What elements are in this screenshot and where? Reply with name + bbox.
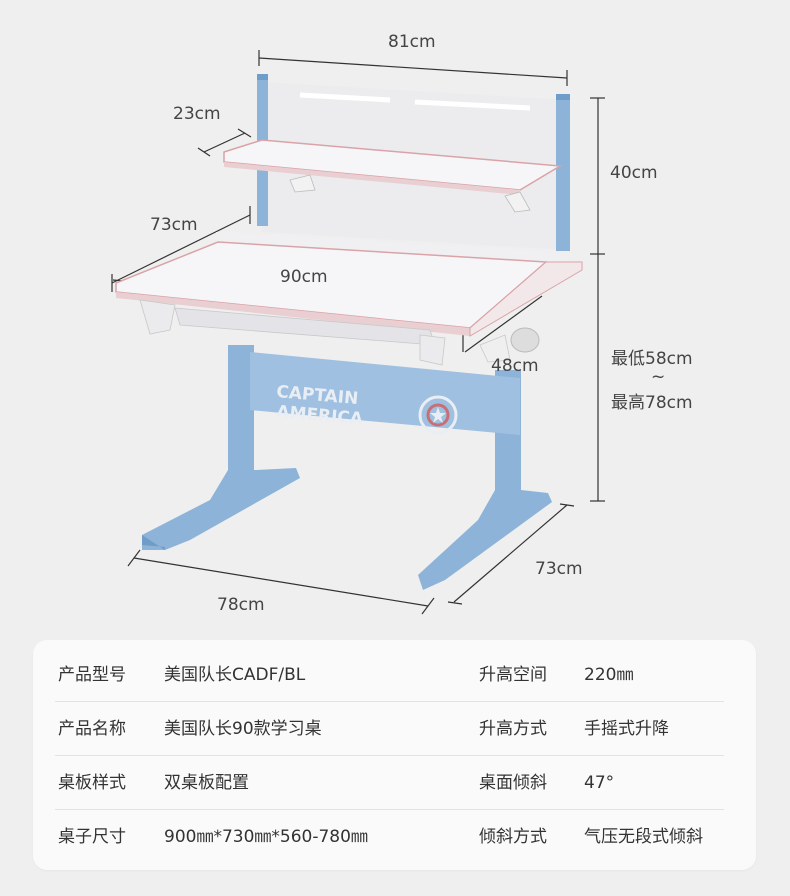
- spec-label: 升高空间: [479, 665, 547, 685]
- spec-label: 倾斜方式: [479, 827, 547, 847]
- spec-label: 产品名称: [58, 719, 126, 739]
- dim-height-tilde: ~: [651, 367, 666, 387]
- base-depth-line: [453, 504, 568, 603]
- dim-base-depth: 73cm: [535, 559, 583, 579]
- dim-top-width: 81cm: [388, 32, 436, 52]
- spec-value: 220㎜: [584, 665, 634, 685]
- spec-label: 桌子尺寸: [58, 827, 126, 847]
- spec-value: 气压无段式倾斜: [584, 827, 703, 847]
- spec-table: 产品型号 美国队长CADF/BL 升高空间 220㎜ 产品名称 美国队长90款学…: [33, 640, 756, 870]
- dim-desk-depth: 73cm: [150, 215, 198, 235]
- spec-row: 桌子尺寸 900㎜*730㎜*560-780㎜ 倾斜方式 气压无段式倾斜: [33, 810, 756, 864]
- desktop-board: [115, 232, 583, 337]
- row-divider: [55, 755, 724, 756]
- spec-value: 47°: [584, 773, 615, 793]
- row-divider: [55, 701, 724, 702]
- desk-illustration: CAPTAIN AMERICA: [111, 50, 605, 615]
- top-width-line: [258, 57, 568, 79]
- spec-value: 美国队长CADF/BL: [164, 665, 306, 685]
- desk-dimension-diagram: CAPTAIN AMERICA 81cm 23cm 40cm 73cm 90cm…: [111, 32, 693, 615]
- spec-value: 双桌板配置: [164, 773, 249, 793]
- frame: [142, 345, 552, 590]
- spec-label: 升高方式: [479, 719, 547, 739]
- dim-base-width: 78cm: [217, 595, 265, 615]
- spec-row: 产品名称 美国队长90款学习桌 升高方式 手摇式升降: [33, 702, 756, 756]
- spec-row: 产品型号 美国队长CADF/BL 升高空间 220㎜: [33, 648, 756, 702]
- star-icon: [430, 407, 446, 423]
- base-width-line: [133, 557, 429, 607]
- dim-desk-depth-back: 48cm: [491, 356, 539, 376]
- under-bracket: [139, 299, 540, 366]
- dim-shelf-depth: 23cm: [173, 104, 221, 124]
- spec-label: 桌面倾斜: [479, 773, 547, 793]
- captain-america-logo: CAPTAIN AMERICA: [276, 382, 458, 435]
- desk-depth-back-line: [464, 295, 543, 353]
- dim-desk-width: 90cm: [280, 267, 328, 287]
- upper-shelf: [223, 139, 563, 213]
- dim-height-max: 最高78cm: [611, 393, 693, 413]
- dim-shelf-height: 40cm: [610, 163, 658, 183]
- shelf-depth-line: [203, 132, 246, 153]
- row-divider: [55, 809, 724, 810]
- dim-height-min: 最低58cm: [611, 349, 693, 369]
- spec-value: 手摇式升降: [584, 719, 669, 739]
- spec-label: 产品型号: [58, 665, 126, 685]
- spec-row: 桌板样式 双桌板配置 桌面倾斜 47°: [33, 756, 756, 810]
- spec-value: 美国队长90款学习桌: [164, 719, 322, 739]
- spec-label: 桌板样式: [58, 773, 126, 793]
- desk-depth-line: [111, 214, 251, 284]
- spec-value: 900㎜*730㎜*560-780㎜: [164, 827, 368, 847]
